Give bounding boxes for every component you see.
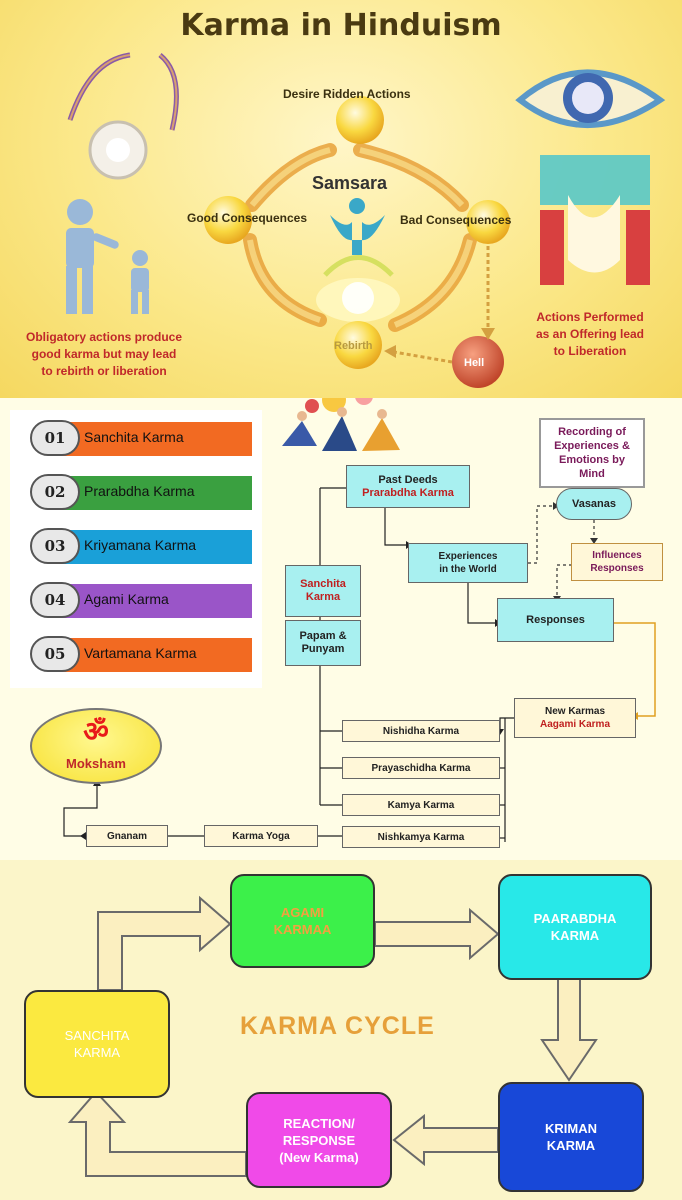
- moksham-label: Moksham: [32, 756, 160, 771]
- caption-line: good karma but may lead: [4, 346, 204, 363]
- karma-type-number: 04: [30, 582, 80, 618]
- nishidha-text: Nishidha Karma: [383, 725, 459, 738]
- karma-cycle-title: KARMA CYCLE: [240, 1012, 435, 1041]
- kamya-text: Kamya Karma: [388, 799, 455, 812]
- kriman-line: KARMA: [545, 1137, 597, 1154]
- prayaschidha-text: Prayaschidha Karma: [372, 762, 471, 775]
- reaction-line: RESPONSE: [279, 1132, 358, 1149]
- new-karmas-text: New Karmas: [545, 705, 605, 718]
- caption-line: to rebirth or liberation: [4, 363, 204, 380]
- recording-line: Mind: [579, 467, 605, 481]
- karma-type-number: 05: [30, 636, 80, 672]
- bad-consequences-label: Bad Consequences: [400, 213, 511, 227]
- caption-line: to Liberation: [500, 343, 680, 360]
- experiences-box: Experiences in the World: [408, 543, 528, 583]
- recording-line: Recording of: [558, 425, 626, 439]
- nishkamya-text: Nishkamya Karma: [378, 831, 465, 844]
- sanchita-line: Karma: [306, 591, 340, 604]
- prayaschidha-karma-box: Prayaschidha Karma: [342, 757, 500, 779]
- reaction-line: REACTION/: [279, 1115, 358, 1132]
- experiences-line: in the World: [439, 563, 497, 576]
- past-deeds-text: Past Deeds: [378, 474, 437, 487]
- samsara-label: Samsara: [312, 173, 387, 194]
- responses-box: Responses: [497, 598, 614, 642]
- sanchita-karma-box: Sanchita Karma: [285, 565, 361, 617]
- reaction-line: (New Karma): [279, 1149, 358, 1166]
- karma-type-number: 01: [30, 420, 80, 456]
- caption-line: as an Offering lead: [500, 326, 680, 343]
- kamya-karma-box: Kamya Karma: [342, 794, 500, 816]
- moksham-ellipse: ॐ Moksham: [30, 708, 162, 784]
- influences-box: Influences Responses: [571, 543, 663, 581]
- experiences-line: Experiences: [439, 550, 498, 563]
- caption-line: Obligatory actions produce: [4, 329, 204, 346]
- karma-in-hinduism-panel: Karma in Hinduism: [0, 0, 682, 398]
- desire-ridden-actions-label: Desire Ridden Actions: [283, 87, 411, 101]
- karma-yoga-box: Karma Yoga: [204, 825, 318, 847]
- nishidha-karma-box: Nishidha Karma: [342, 720, 500, 742]
- karma-type-number: 03: [30, 528, 80, 564]
- past-deeds-box: Past Deeds Prarabdha Karma: [346, 465, 470, 508]
- karma-yoga-text: Karma Yoga: [232, 830, 289, 843]
- papam-line: Punyam: [302, 643, 345, 656]
- paarabdha-line: PAARABDHA: [534, 910, 617, 927]
- responses-text: Responses: [526, 614, 585, 627]
- sanchita-line: Sanchita: [300, 578, 346, 591]
- recording-box: Recording of Experiences & Emotions by M…: [539, 418, 645, 488]
- obligatory-actions-caption: Obligatory actions produce good karma bu…: [4, 329, 204, 380]
- papam-line: Papam &: [299, 630, 346, 643]
- karma-flow-panel: 01 Sanchita Karma 02 Prarabdha Karma 03 …: [0, 398, 682, 860]
- good-consequences-label: Good Consequences: [187, 211, 307, 225]
- rebirth-label: Rebirth: [334, 340, 373, 352]
- vasanas-text: Vasanas: [572, 498, 616, 511]
- recording-line: Experiences &: [554, 439, 630, 453]
- offering-actions-caption: Actions Performed as an Offering lead to…: [500, 309, 680, 360]
- influences-line: Influences: [592, 549, 641, 562]
- hell-label: Hell: [464, 357, 484, 369]
- vasanas-ellipse: Vasanas: [556, 488, 632, 520]
- paarabdha-line: KARMA: [534, 927, 617, 944]
- kriman-line: KRIMAN: [545, 1120, 597, 1137]
- sanchita-line: SANCHITA: [65, 1027, 130, 1044]
- agami-line: AGAMI: [274, 904, 332, 921]
- aagami-karma-text: Aagami Karma: [540, 718, 610, 731]
- influences-line: Responses: [590, 562, 643, 575]
- karma-type-number: 02: [30, 474, 80, 510]
- new-karmas-box: New Karmas Aagami Karma: [514, 698, 636, 738]
- nishkamya-karma-box: Nishkamya Karma: [342, 826, 500, 848]
- caption-line: Actions Performed: [500, 309, 680, 326]
- recording-line: Emotions by: [559, 453, 625, 467]
- om-symbol: ॐ: [32, 712, 160, 750]
- agami-line: KARMAA: [274, 921, 332, 938]
- reaction-response-box: REACTION/RESPONSE(New Karma): [246, 1092, 392, 1188]
- gnanam-box: Gnanam: [86, 825, 168, 847]
- papam-punyam-box: Papam & Punyam: [285, 620, 361, 666]
- prarabdha-karma-text: Prarabdha Karma: [362, 487, 454, 500]
- gnanam-text: Gnanam: [107, 830, 147, 843]
- sanchita-line: KARMA: [65, 1044, 130, 1061]
